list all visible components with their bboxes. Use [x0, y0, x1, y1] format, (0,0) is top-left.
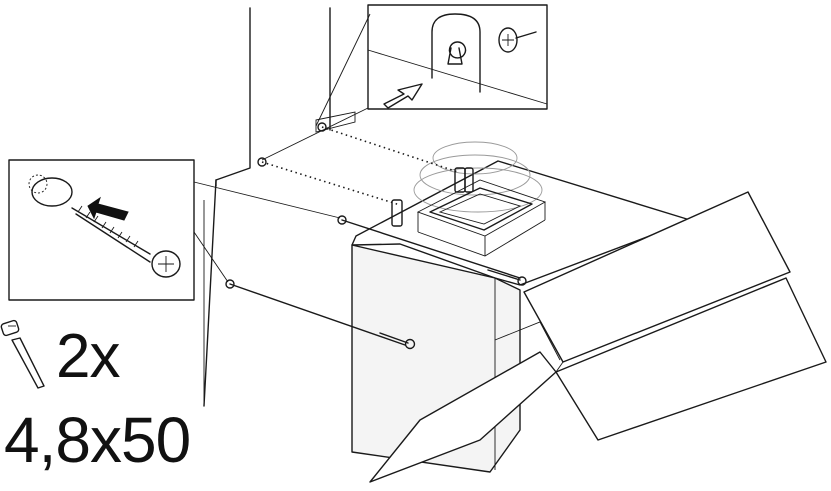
motor-housing [391, 141, 547, 257]
screw-detail [71, 205, 181, 278]
screw-size-label: 4,8x50 [4, 404, 191, 476]
screw-guides [225, 111, 527, 350]
mounted-screw-lower [379, 332, 416, 350]
insert-arrow-icon [383, 83, 423, 109]
screw-plug-detail-callout [8, 159, 341, 301]
glass-canopy [369, 191, 827, 483]
mounted-screw-upper [487, 269, 527, 286]
keyhole-bracket-icon [431, 13, 481, 93]
screw-head-detail [498, 27, 537, 53]
keyhole-detail-callout [261, 4, 548, 161]
insert-arrow-icon-2 [87, 196, 129, 221]
screw-icon [0, 319, 45, 389]
wall [203, 7, 331, 407]
screw-quantity-label: 2x [56, 322, 120, 391]
wall-plug-icon [28, 174, 73, 207]
